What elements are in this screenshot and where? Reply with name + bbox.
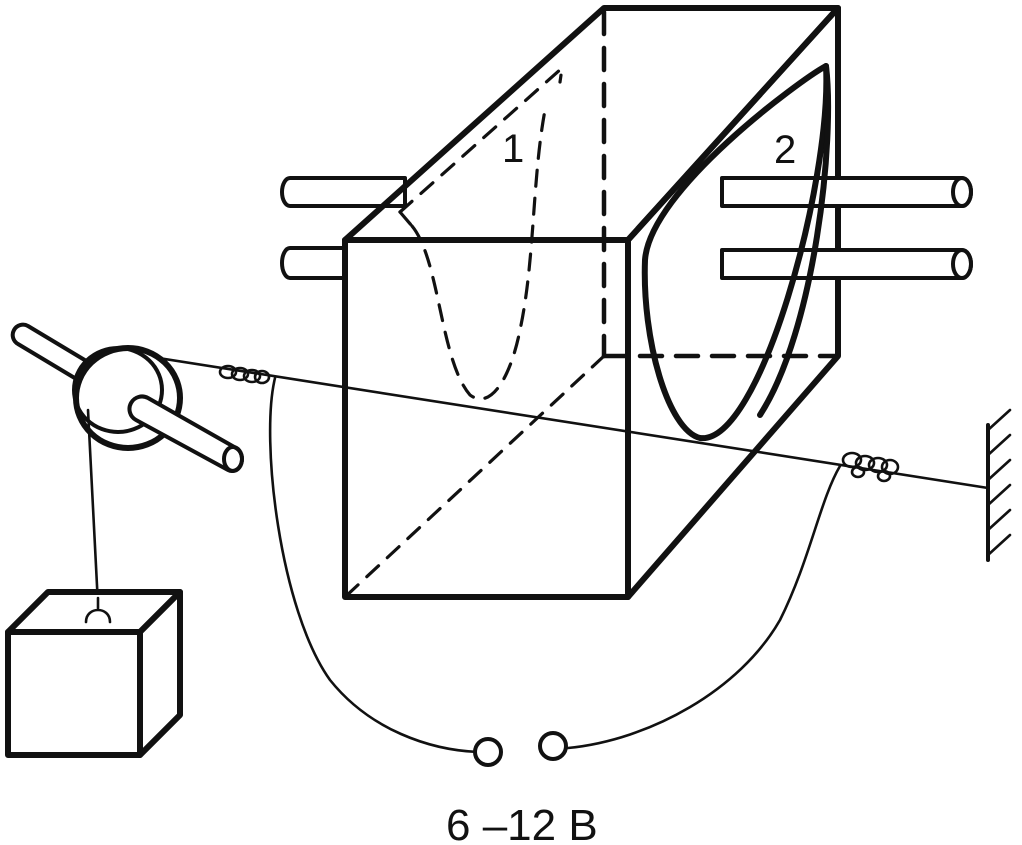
voltage-label: 6 –12 В [446,801,598,845]
wire-coil-left [218,364,271,385]
wire-coil-right [841,451,900,483]
left-support-rods [280,176,407,280]
mirror-2-label: 2 [774,128,796,172]
curved-mirror-2 [641,63,832,442]
hidden-mirror-1 [398,66,564,401]
right-support-rods [720,176,973,280]
mirror-1-label: 1 [502,127,524,171]
hanging-weight [5,589,183,758]
pulley [10,322,244,473]
stretched-wire [118,350,990,490]
power-terminals [473,731,568,767]
wall-mount [986,408,1012,562]
box-hidden-edges [343,9,841,599]
lead-wires [268,376,842,754]
glass-box [342,5,841,600]
